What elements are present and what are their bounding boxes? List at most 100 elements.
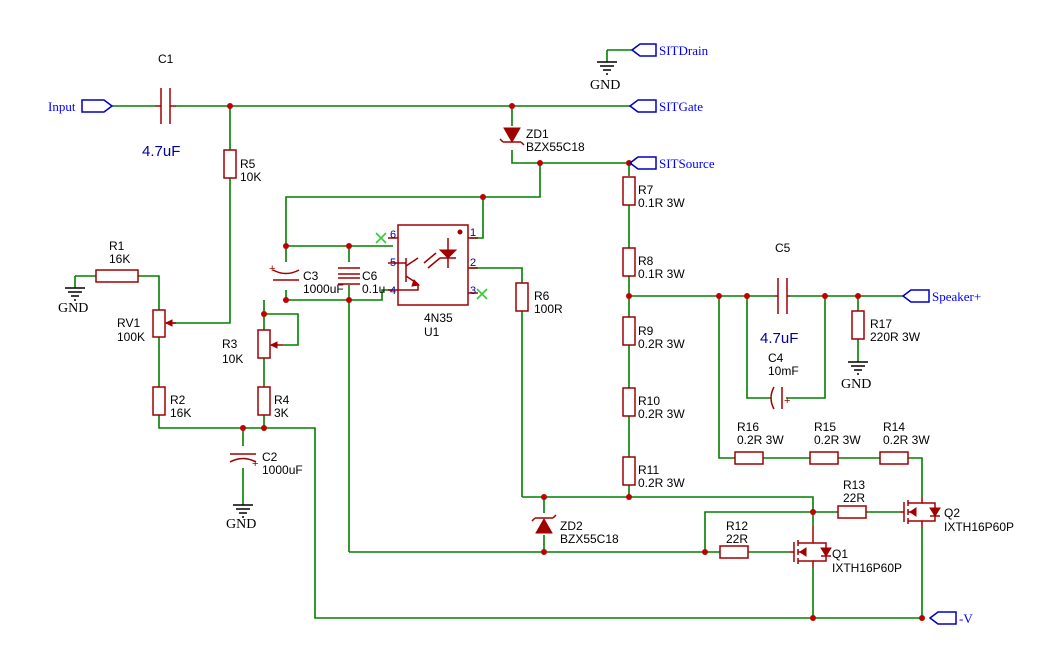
resistor-r8[interactable]: R8 0.1R 3W <box>622 247 685 281</box>
resistor-r6[interactable]: R6 100R <box>515 282 563 316</box>
port-speaker-plus-label: Speaker+ <box>932 289 981 304</box>
q2-value: IXTH16P60P <box>944 520 1014 534</box>
c2-plus: + <box>252 458 258 470</box>
port-neg-v[interactable]: -V <box>928 611 973 626</box>
u1-pin-6: 6 <box>390 229 396 241</box>
port-sitdrain[interactable]: SITDrain <box>630 43 709 58</box>
r14-ref: R14 <box>883 420 905 434</box>
potentiometer-r3[interactable]: R3 10K <box>222 329 283 366</box>
rv1-value: 100K <box>117 330 145 344</box>
port-input[interactable]: Input <box>48 99 114 114</box>
r11-value: 0.2R 3W <box>638 476 685 490</box>
zd2-value: BZX55C18 <box>560 532 619 546</box>
r15-ref: R15 <box>814 420 836 434</box>
r16-value: 0.2R 3W <box>737 433 784 447</box>
resistor-r11[interactable]: R11 0.2R 3W <box>622 456 685 490</box>
c4-ref: C4 <box>768 351 784 365</box>
u1-pin-4: 4 <box>390 285 396 297</box>
r12-ref: R12 <box>726 519 748 533</box>
capacitor-c2[interactable]: + C2 1000uF <box>229 450 303 477</box>
u1-value: 4N35 <box>424 311 453 325</box>
resistor-r15[interactable]: R15 0.2R 3W <box>809 420 861 465</box>
c5-ref: C5 <box>775 241 791 255</box>
r9-ref: R9 <box>638 324 654 338</box>
resistor-r14[interactable]: R14 0.2R 3W <box>879 420 930 465</box>
port-sitgate[interactable]: SITGate <box>628 99 703 114</box>
resistor-r4[interactable]: R4 3K <box>257 386 290 420</box>
r15-value: 0.2R 3W <box>814 433 861 447</box>
u1-pin-2: 2 <box>470 257 476 269</box>
r8-value: 0.1R 3W <box>638 267 685 281</box>
c3-ref: C3 <box>303 269 319 283</box>
port-sitgate-label: SITGate <box>659 99 703 114</box>
ground-symbol-top: GND <box>590 61 620 93</box>
junctions <box>227 103 925 621</box>
r3-ref: R3 <box>222 337 238 351</box>
resistor-r7[interactable]: R7 0.1R 3W <box>622 176 685 210</box>
port-sitsource[interactable]: SITSource <box>628 156 715 171</box>
c5-value: 4.7uF <box>760 330 798 347</box>
r12-value: 22R <box>726 532 748 546</box>
port-input-label: Input <box>48 99 76 114</box>
q1-ref: Q1 <box>832 547 848 561</box>
no-connect-marks <box>375 232 488 300</box>
ground-label-top: GND <box>590 78 620 93</box>
r1-value: 16K <box>109 252 130 266</box>
capacitor-c5[interactable]: C5 4.7uF <box>760 241 798 347</box>
capacitor-c6[interactable]: C6 0.1u <box>338 267 385 296</box>
resistor-r16[interactable]: R16 0.2R 3W <box>734 420 784 465</box>
c3-plus: + <box>269 263 275 275</box>
port-speaker-plus[interactable]: Speaker+ <box>901 289 981 304</box>
r4-value: 3K <box>274 406 289 420</box>
zd2-ref: ZD2 <box>560 519 583 533</box>
r1-ref: R1 <box>109 239 125 253</box>
r13-value: 22R <box>843 491 865 505</box>
r7-ref: R7 <box>638 183 654 197</box>
r11-ref: R11 <box>638 463 659 477</box>
resistor-r17[interactable]: R17 220R 3W <box>851 310 921 344</box>
r5-ref: R5 <box>240 157 256 171</box>
port-neg-v-label: -V <box>959 611 973 626</box>
r9-value: 0.2R 3W <box>638 337 685 351</box>
r6-ref: R6 <box>534 289 550 303</box>
r2-ref: R2 <box>170 393 186 407</box>
r13-ref: R13 <box>843 478 865 492</box>
r3-value: 10K <box>222 352 243 366</box>
zener-zd1[interactable]: ZD1 BZX55C18 <box>499 127 585 154</box>
capacitor-c3[interactable]: + C3 1000uF <box>269 263 344 296</box>
c6-ref: C6 <box>362 269 378 283</box>
c2-ref: C2 <box>262 450 278 464</box>
resistor-r2[interactable]: R2 16K <box>152 386 191 420</box>
q1-value: IXTH16P60P <box>832 561 902 575</box>
resistor-r9[interactable]: R9 0.2R 3W <box>622 316 685 351</box>
resistor-r5[interactable]: R5 10K <box>223 149 261 184</box>
r5-value: 10K <box>240 170 261 184</box>
c4-value: 10mF <box>768 364 799 378</box>
u1-pin-3: 3 <box>470 285 476 297</box>
r10-value: 0.2R 3W <box>638 407 685 421</box>
r17-ref: R17 <box>870 317 892 331</box>
mosfet-q1[interactable]: Q1 IXTH16P60P <box>790 526 902 575</box>
r8-ref: R8 <box>638 254 654 268</box>
ground-label-left: GND <box>58 301 88 316</box>
resistor-r1[interactable]: R1 16K <box>95 239 139 283</box>
capacitor-c1[interactable]: C1 4.7uF <box>142 52 180 160</box>
r17-value: 220R 3W <box>870 330 921 344</box>
resistor-r12[interactable]: R12 22R <box>719 519 749 559</box>
r14-value: 0.2R 3W <box>883 433 930 447</box>
zener-zd2[interactable]: ZD2 BZX55C18 <box>531 514 619 546</box>
ground-symbol-left: GND <box>58 287 88 316</box>
optocoupler-u1[interactable]: 1 2 3 4 5 6 4N35 U1 <box>388 224 478 339</box>
resistor-r10[interactable]: R10 0.2R 3W <box>622 387 685 421</box>
ground-label-c2: GND <box>226 517 256 532</box>
resistor-r13[interactable]: R13 22R <box>837 478 867 519</box>
mosfet-q2[interactable]: Q2 IXTH16P60P <box>900 497 1014 534</box>
r10-ref: R10 <box>638 394 660 408</box>
ground-symbol-r17: GND <box>841 361 871 392</box>
capacitor-c4[interactable]: + C4 10mF <box>768 351 799 410</box>
potentiometer-rv1[interactable]: RV1 100K <box>117 309 176 344</box>
r6-value: 100R <box>534 302 563 316</box>
r16-ref: R16 <box>737 420 759 434</box>
zd1-value: BZX55C18 <box>526 140 585 154</box>
